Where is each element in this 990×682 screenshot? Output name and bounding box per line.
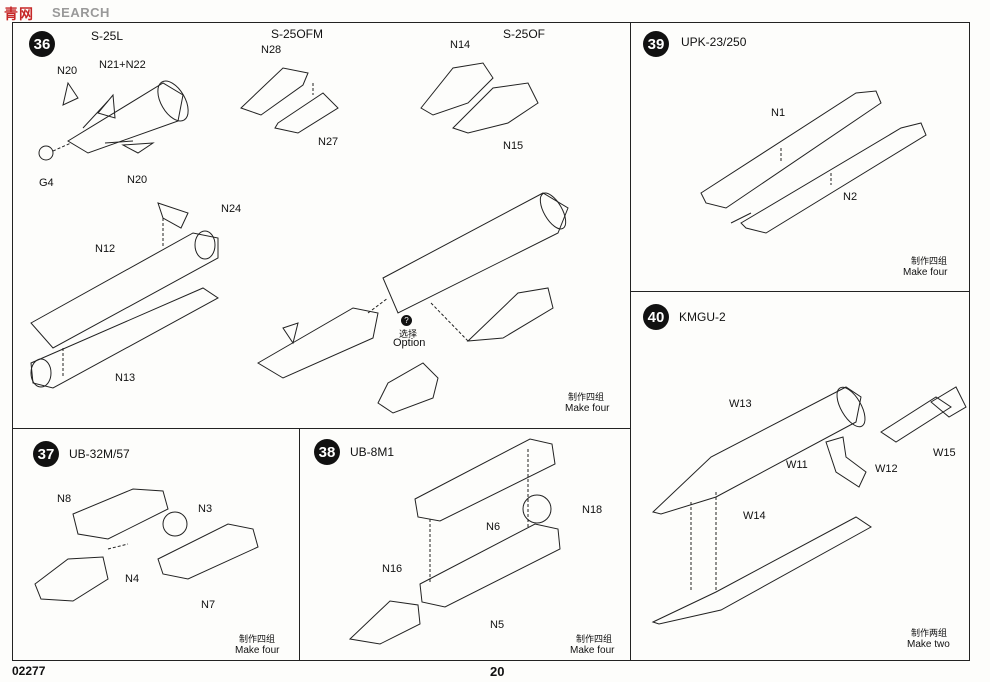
step-36-title-s25of: S-25OF — [503, 27, 546, 41]
step-37-drawing — [34, 488, 259, 602]
step-37-note-cn: 制作四组 — [239, 634, 276, 644]
step-39-note-en: Make four — [903, 267, 948, 278]
step-40-note-en: Make two — [907, 639, 950, 650]
step-40-drawing — [651, 386, 967, 625]
step-36-title-s25l: S-25L — [91, 29, 124, 43]
label-n20-top: N20 — [57, 65, 78, 77]
label-n3: N3 — [198, 503, 213, 515]
step-37-note-en: Make four — [235, 645, 280, 656]
option-label-en: Option — [393, 337, 426, 349]
step-38-badge: 38 — [314, 439, 340, 465]
label-w15: W15 — [933, 447, 956, 459]
step-38-panel: 38 UB-8M1 N6 N18 N16 N5 制作四组 Make four — [299, 428, 631, 661]
label-n4: N4 — [125, 573, 140, 585]
label-w13: W13 — [729, 398, 752, 410]
label-n24: N24 — [221, 203, 242, 215]
label-n8: N8 — [57, 493, 72, 505]
step-38-note-en: Make four — [570, 645, 615, 656]
label-w14: W14 — [743, 510, 766, 522]
step-36-panel: 36 S-25L S-25OFM S-25OF N20 N21+N22 G4 N… — [12, 22, 631, 429]
step-40-badge: 40 — [643, 304, 669, 330]
step-37-badge: 37 — [33, 441, 59, 467]
label-n1: N1 — [771, 107, 786, 119]
step-38-title: UB-8M1 — [350, 445, 395, 459]
label-w12: W12 — [875, 463, 898, 475]
step-40-title: KMGU-2 — [679, 310, 726, 324]
footer-kit-code: 02277 — [12, 664, 46, 678]
step-39-panel: 39 UPK-23/250 N1 N2 制作四组 Make four — [630, 22, 970, 293]
footer-page-number: 20 — [490, 664, 505, 679]
label-n6: N6 — [486, 521, 501, 533]
step-40-note-cn: 制作两组 — [911, 628, 948, 638]
step-39-badge: 39 — [643, 31, 669, 57]
label-n5: N5 — [490, 619, 505, 631]
step-36-badge: 36 — [29, 31, 55, 57]
label-n15: N15 — [503, 140, 524, 152]
label-n7: N7 — [201, 599, 216, 611]
step-36-note-en: Make four — [565, 403, 610, 414]
step-39-drawing — [700, 90, 927, 234]
label-n16: N16 — [382, 563, 403, 575]
label-n14: N14 — [450, 39, 471, 51]
label-n27: N27 — [318, 136, 339, 148]
label-n28: N28 — [261, 44, 282, 56]
watermark-text: SEARCH — [52, 5, 110, 20]
label-n20-bottom: N20 — [127, 174, 148, 186]
step-39-title: UPK-23/250 — [681, 35, 747, 49]
step-39-note-cn: 制作四组 — [911, 256, 948, 266]
option-icon: ? — [401, 315, 412, 326]
label-g4: G4 — [39, 177, 54, 189]
label-n13: N13 — [115, 372, 136, 384]
step-36-drawing — [30, 62, 569, 414]
step-37-title: UB-32M/57 — [69, 447, 130, 461]
label-n21-n22: N21+N22 — [99, 59, 146, 71]
option-label-cn: 选择 — [399, 329, 418, 339]
label-w11: W11 — [786, 459, 808, 471]
step-37-panel: 37 UB-32M/57 N8 N3 N4 N7 制作四组 Make four — [12, 428, 300, 661]
step-38-drawing — [348, 438, 561, 645]
step-40-panel: 40 KMGU-2 W13 W11 W12 W15 W14 制作两组 Make … — [630, 291, 970, 661]
watermark-logo: 青网 — [4, 6, 34, 22]
step-36-note-cn: 制作四组 — [568, 392, 605, 402]
step-38-note-cn: 制作四组 — [576, 634, 613, 644]
label-n18: N18 — [582, 504, 603, 516]
label-n12: N12 — [95, 243, 116, 255]
label-n2: N2 — [843, 191, 858, 203]
step-36-title-s25ofm: S-25OFM — [271, 27, 324, 41]
